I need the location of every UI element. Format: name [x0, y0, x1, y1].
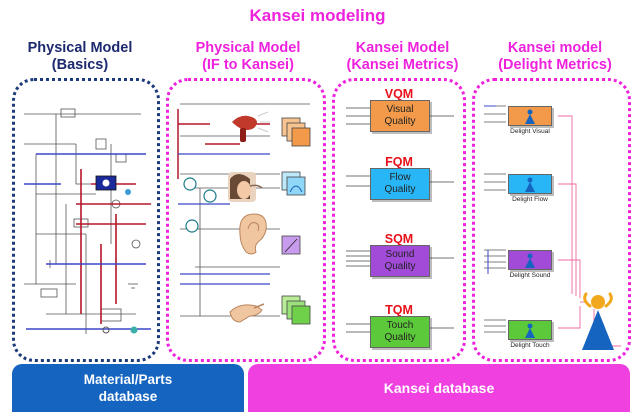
database-label-line2: database — [98, 389, 158, 404]
converter-stack-green — [281, 295, 311, 325]
hand-touch-icon — [229, 303, 265, 323]
database-label-line1: Material/Parts — [83, 372, 173, 387]
column-header-line2: (Kansei Metrics) — [346, 57, 459, 73]
column-header-kansei-metrics: Kansei Model (Kansei Metrics) — [330, 40, 475, 74]
metric-block-flow-quality: Flow Quality — [370, 168, 430, 200]
hair-dryer-icon — [232, 111, 270, 142]
column-header-line2: (IF to Kansei) — [202, 57, 294, 73]
kansei-database-bar: Kansei database — [248, 364, 630, 412]
metric-label-line2: Quality — [384, 184, 416, 195]
metric-code-fqm: FQM — [385, 155, 413, 169]
material-parts-database-bar: Material/Parts database — [12, 364, 244, 412]
delight-label-sound: Delight Sound — [509, 272, 551, 279]
face-icon — [228, 172, 263, 202]
metric-label-line2: Quality — [384, 261, 416, 272]
metric-wires — [346, 107, 454, 333]
metric-code-sqm: SQM — [384, 232, 414, 246]
person-figure-icon — [525, 253, 535, 268]
person-figure-icon — [525, 323, 535, 338]
metric-code-vqm: VQM — [384, 87, 414, 101]
metric-label-line1: Visual — [386, 104, 414, 115]
panel-kansei-metrics — [332, 78, 466, 362]
delighted-person-icon — [582, 292, 614, 350]
kansei-database-label: Kansei database — [383, 380, 495, 396]
column-header-physical-if: Physical Model (IF to Kansei) — [168, 40, 328, 74]
column-header-delight-metrics: Kansei model (Delight Metrics) — [475, 40, 635, 74]
metric-label-line1: Touch — [386, 320, 414, 331]
converter-stack-blue — [281, 171, 306, 196]
column-header-line1: Kansei model — [507, 40, 603, 56]
metric-block-touch-quality: Touch Quality — [370, 316, 430, 348]
metric-label-line2: Quality — [384, 116, 416, 127]
column-header-physical-basics: Physical Model (Basics) — [10, 40, 150, 74]
metric-block-visual-quality: Visual Quality — [370, 100, 430, 132]
delight-label-touch: Delight Touch — [510, 342, 550, 349]
panel-delight-metrics — [472, 78, 631, 362]
column-header-line1: Physical Model — [27, 40, 133, 56]
delight-label-visual: Delight Visual — [510, 128, 550, 135]
metric-label-line1: Sound — [385, 249, 415, 260]
column-header-line2: (Basics) — [51, 57, 109, 73]
metric-code-tqm: TQM — [385, 303, 413, 317]
panel-physical-basics — [12, 78, 160, 362]
column-header-line2: (Delight Metrics) — [498, 57, 612, 73]
column-header-line1: Physical Model — [195, 40, 301, 56]
metric-label-line1: Flow — [389, 172, 411, 183]
person-figure-icon — [525, 109, 535, 124]
panel-physical-if — [166, 78, 326, 362]
converter-stack-orange — [281, 117, 311, 147]
column-header-line1: Kansei Model — [355, 40, 450, 56]
metric-block-sound-quality: Sound Quality — [370, 245, 430, 277]
basics-circuit-schematic — [24, 108, 151, 334]
if-kansei-schematic — [177, 103, 311, 325]
person-figure-icon — [525, 177, 535, 192]
diagram-title: Kansei modeling — [249, 6, 386, 25]
ear-icon — [239, 213, 267, 255]
converter-stack-purple — [281, 235, 301, 255]
delight-label-flow: Delight Flow — [512, 196, 548, 203]
metric-label-line2: Quality — [384, 332, 416, 343]
